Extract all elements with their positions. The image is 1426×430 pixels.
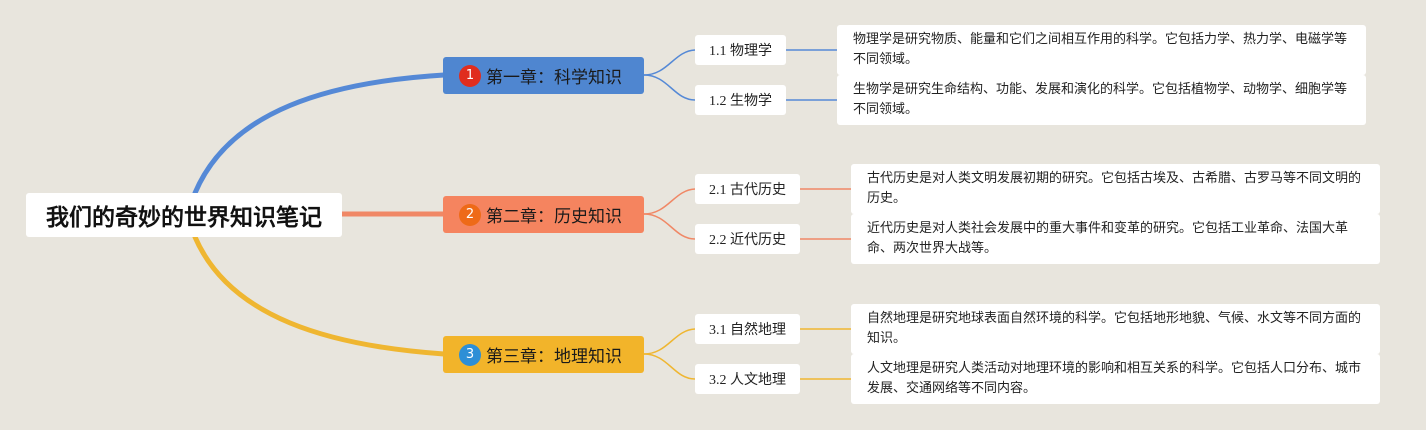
chapter-title: 第三章：地理知识 (486, 347, 622, 367)
number-3-icon: 3 (459, 343, 481, 366)
chapter-topic-1[interactable]: 1 第一章：科学知识 (443, 57, 644, 94)
subtopic-1-1[interactable]: 1.1 物理学 (695, 35, 786, 65)
root-topic[interactable]: 我们的奇妙的世界知识笔记 (26, 193, 342, 237)
number-2-icon: 2 (459, 203, 481, 226)
subtopic-2-1[interactable]: 2.1 古代历史 (695, 174, 800, 204)
branch-line-2-2 (643, 213, 696, 240)
subtopic-2-2[interactable]: 2.2 近代历史 (695, 224, 800, 254)
note-3-1: 自然地理是研究地球表面自然环境的科学。它包括地形地貌、气候、水文等不同方面的知识… (851, 304, 1380, 354)
branch-line-3-2 (643, 353, 696, 380)
chapter-topic-3[interactable]: 3 第三章：地理知识 (443, 336, 644, 373)
trunk-line-chapter-1 (192, 72, 447, 196)
note-1-1: 物理学是研究物质、能量和它们之间相互作用的科学。它包括力学、热力学、电磁学等不同… (837, 25, 1366, 75)
note-1-2: 生物学是研究生命结构、功能、发展和演化的科学。它包括植物学、动物学、细胞学等不同… (837, 75, 1366, 125)
branch-line-3-1 (643, 328, 696, 355)
subtopic-3-2[interactable]: 3.2 人文地理 (695, 364, 800, 394)
branch-line-1-1 (643, 49, 696, 76)
note-3-2: 人文地理是研究人类活动对地理环境的影响和相互关系的科学。它包括人口分布、城市发展… (851, 354, 1380, 404)
trunk-line-chapter-3 (192, 234, 447, 357)
note-2-2: 近代历史是对人类社会发展中的重大事件和变革的研究。它包括工业革命、法国大革命、两… (851, 214, 1380, 264)
chapter-title: 第一章：科学知识 (486, 68, 622, 88)
branch-line-1-2 (643, 74, 696, 101)
number-1-icon: 1 (459, 64, 481, 87)
subtopic-1-2[interactable]: 1.2 生物学 (695, 85, 786, 115)
note-2-1: 古代历史是对人类文明发展初期的研究。它包括古埃及、古希腊、古罗马等不同文明的历史… (851, 164, 1380, 214)
chapter-topic-2[interactable]: 2 第二章：历史知识 (443, 196, 644, 233)
chapter-title: 第二章：历史知识 (486, 207, 622, 227)
subtopic-3-1[interactable]: 3.1 自然地理 (695, 314, 800, 344)
branch-line-2-1 (643, 188, 696, 215)
